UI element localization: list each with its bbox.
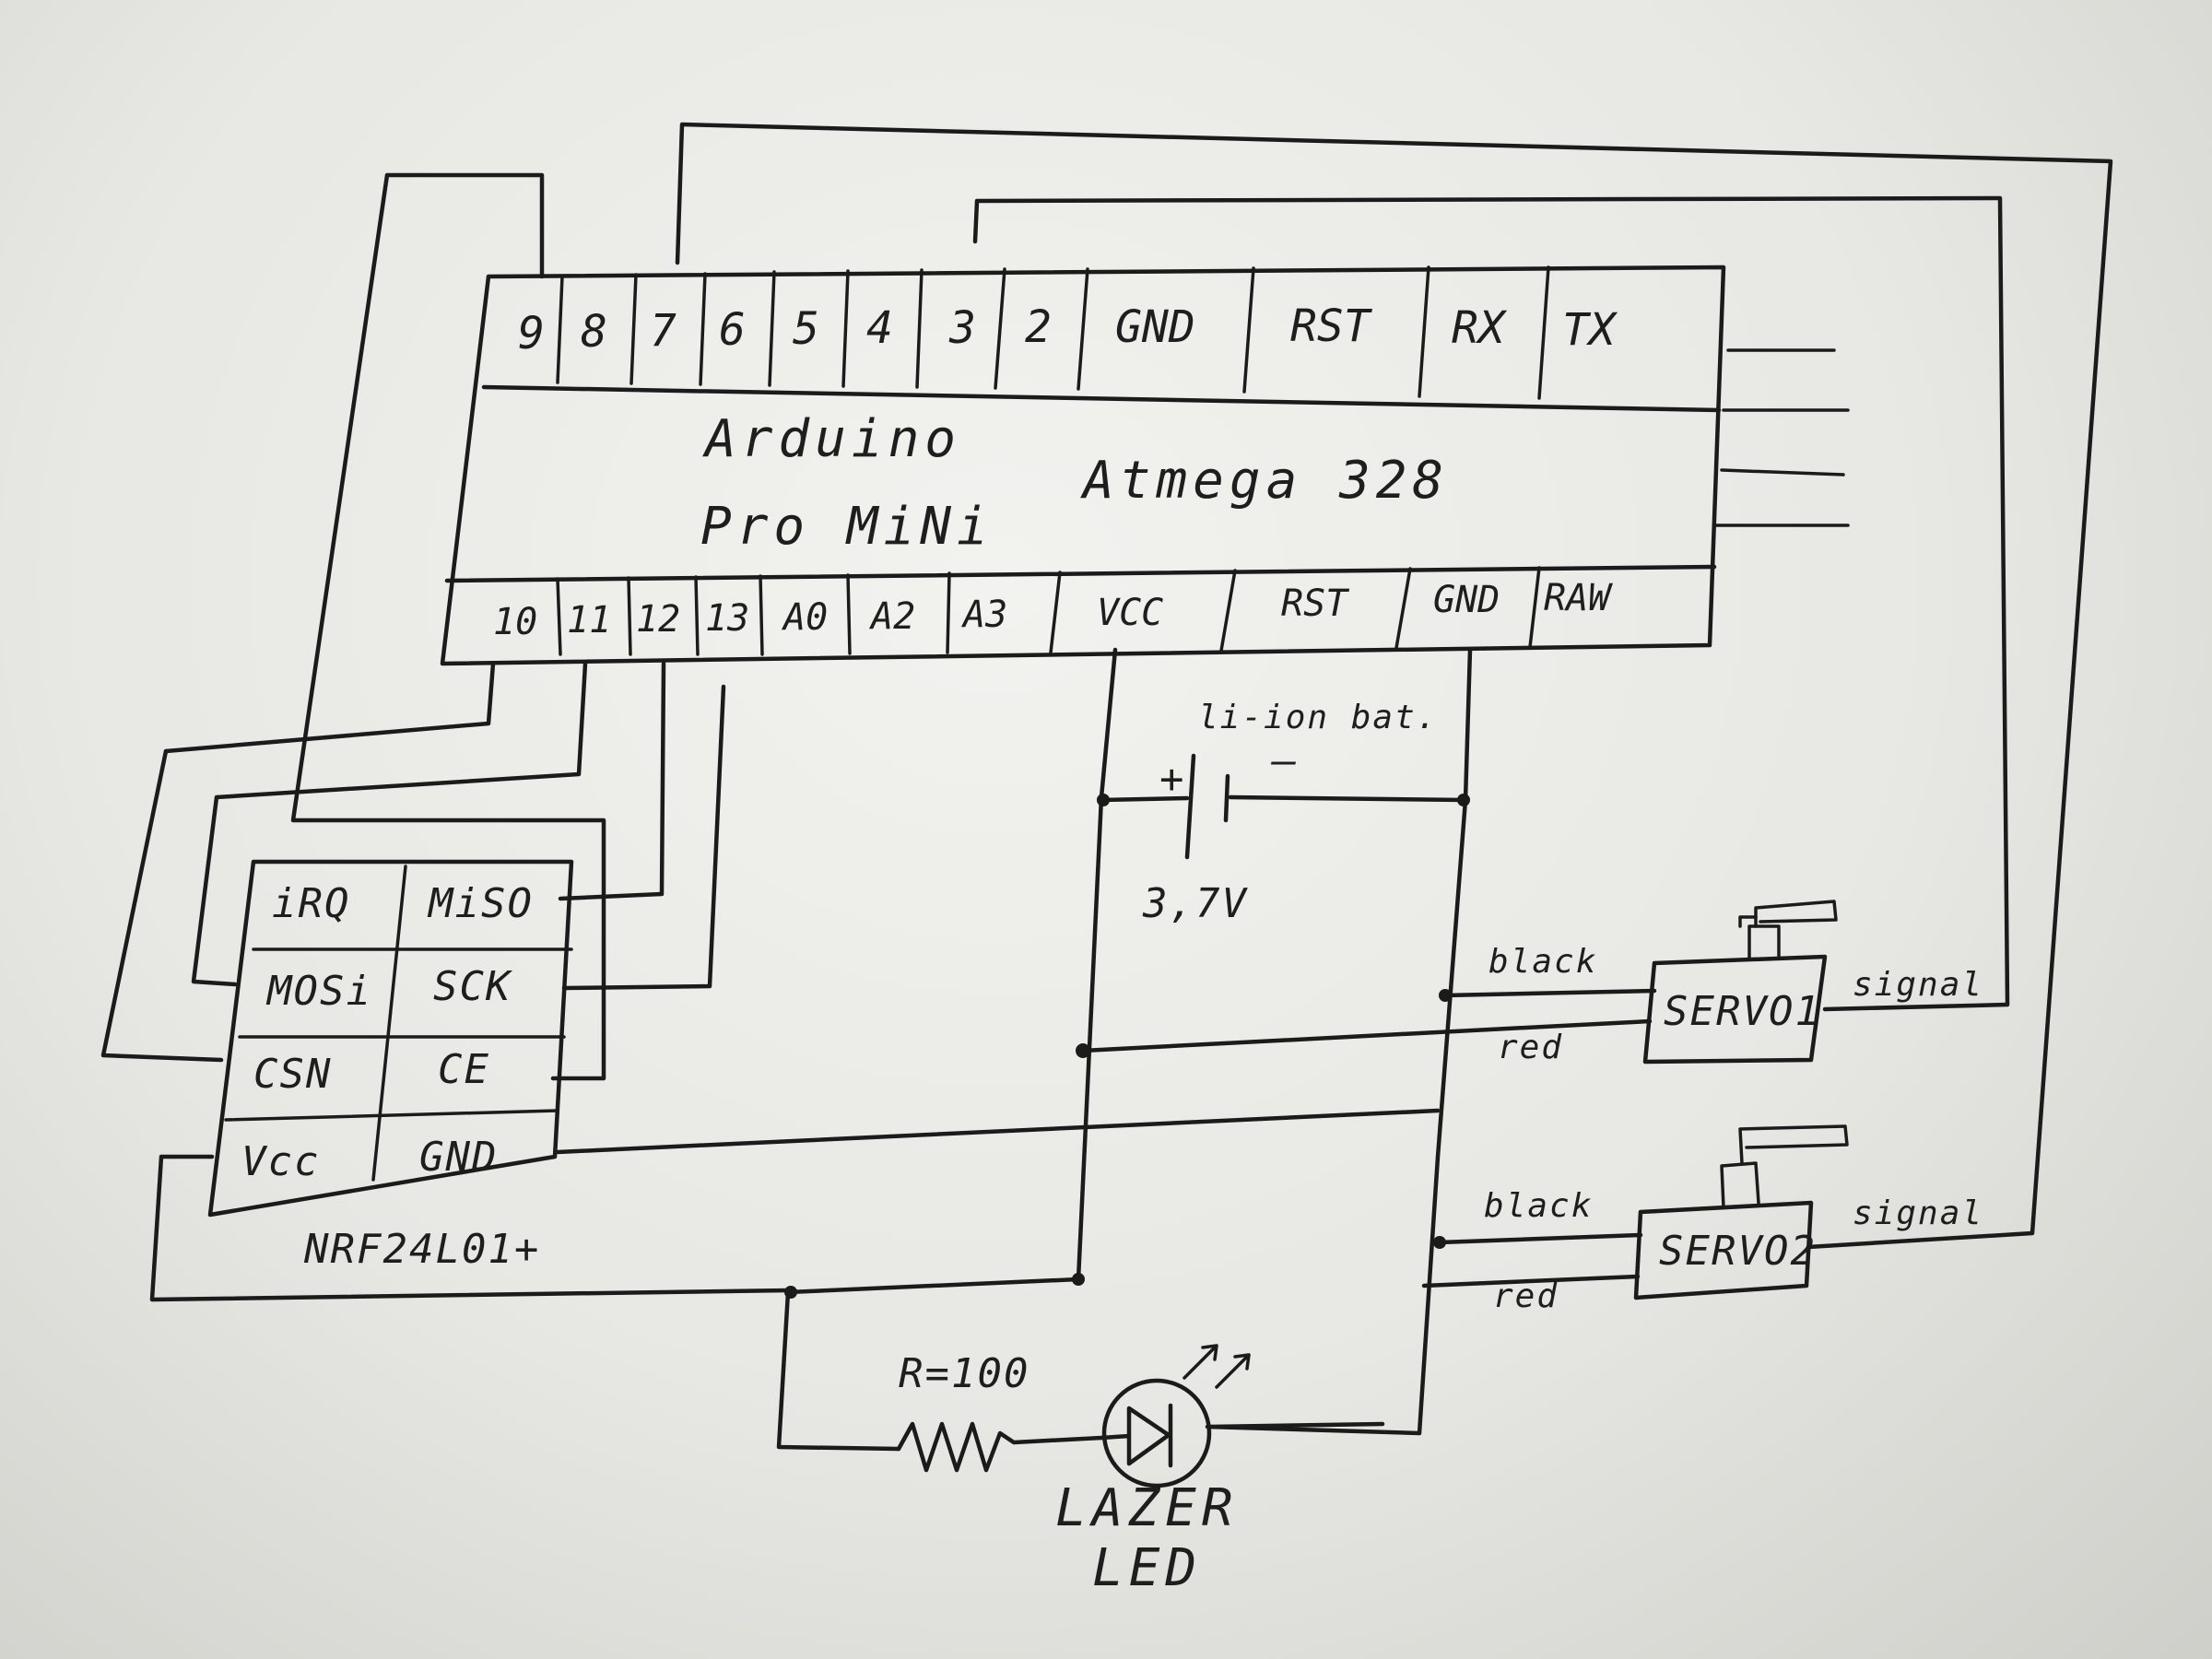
servo1: SERVO1 black red signal	[972, 195, 2010, 1066]
resistor: R=100	[896, 1350, 1104, 1473]
led-ray-2	[1215, 1353, 1251, 1389]
nrf-pin-mosi: MOSi	[265, 968, 372, 1015]
top-pin-2: 2	[1025, 301, 1052, 353]
top-pin-5: 5	[793, 303, 819, 355]
servo1-horn	[1754, 900, 1838, 928]
servo2-signal-wire	[675, 122, 2113, 1250]
nrf-pin-sck: SCK	[433, 963, 513, 1010]
servo2-red-label: red	[1493, 1277, 1559, 1315]
top-pin-rx: RX	[1452, 302, 1508, 354]
nrf-pin-vcc: Vcc	[241, 1138, 320, 1185]
nrf-pin-csn: CSN	[253, 1051, 332, 1098]
nrf-pin-ce: CE	[438, 1046, 490, 1093]
nrf-pin-irq: iRQ	[272, 880, 350, 927]
top-pin-9: 9	[518, 308, 545, 359]
servo1-red-label: red	[1498, 1029, 1563, 1066]
bottom-pin-gnd: GND	[1433, 579, 1500, 621]
led-anode-triangle	[1099, 1406, 1171, 1466]
bottom-pin-12: 12	[636, 598, 680, 641]
servo2-black-wire	[1437, 1232, 1643, 1245]
laser-label-line1: LAZER	[1055, 1478, 1239, 1538]
bottom-pin-13: 13	[705, 597, 749, 640]
bottom-pin-dividers	[556, 566, 1541, 656]
junction-dots	[784, 794, 1470, 1299]
nrf-pin-miso: MiSO	[427, 880, 534, 927]
led-body	[1101, 1378, 1212, 1488]
servo1-black-wire	[1442, 988, 1657, 998]
bottom-pin-rst: RST	[1281, 582, 1350, 625]
bottom-pin-labels: 10 11 12 13 A0 A2 A3 VCC RST GND RAW	[493, 577, 1613, 643]
right-header-pins	[1714, 348, 1850, 527]
top-pin-8: 8	[581, 306, 607, 358]
top-header-line	[481, 384, 1722, 413]
spi-wiring	[100, 172, 1441, 1302]
nrf-pin-gnd: GND	[419, 1134, 498, 1181]
servo2-name: SERVO2	[1659, 1228, 1817, 1275]
servo1-red-wire	[1080, 1018, 1653, 1053]
servo1-name: SERVO1	[1664, 988, 1821, 1035]
nrf24l01-module: iRQ MiSO MOSi SCK CSN CE Vcc GND NRF24L0…	[207, 859, 574, 1273]
top-pin-gnd: GND	[1115, 301, 1195, 353]
servo2-neck	[1720, 1161, 1760, 1209]
battery-label: li-ion bat.	[1198, 699, 1438, 736]
servo1-signal-wire	[972, 195, 2010, 1012]
servo1-signal-label: signal	[1853, 966, 1983, 1004]
arduino-name-line2: Pro MiNi	[700, 497, 994, 557]
top-pin-7: 7	[650, 305, 677, 357]
bottom-pin-a0: A0	[781, 596, 828, 639]
servo2-black-label: black	[1484, 1187, 1593, 1225]
laser-label-line2: LED	[1092, 1538, 1202, 1598]
bottom-pin-a3: A3	[960, 594, 1007, 636]
resistor-label: R=100	[899, 1350, 1030, 1397]
bottom-pin-a2: A2	[868, 595, 915, 638]
servo2-body	[1633, 1200, 1814, 1300]
arduino-outline	[440, 265, 1726, 666]
bottom-pin-10: 10	[493, 601, 537, 643]
nrf-outline	[207, 859, 574, 1218]
led-ray-1	[1182, 1344, 1218, 1380]
bottom-pin-11: 11	[567, 599, 611, 641]
servo1-body	[1642, 954, 1828, 1065]
battery-voltage: 3,7V	[1142, 880, 1248, 927]
nrf-module-name: NRF24L01+	[303, 1226, 540, 1273]
battery-minus: —	[1270, 737, 1299, 784]
servo2-red-wire	[1421, 1274, 1641, 1288]
servo2-signal-label: signal	[1853, 1194, 1983, 1232]
top-pin-dividers	[556, 265, 1550, 400]
bottom-pin-vcc: VCC	[1097, 592, 1163, 634]
chip-label: Atmega 328	[1080, 451, 1449, 511]
servo1-neck	[1747, 924, 1781, 960]
top-pin-4: 4	[866, 302, 893, 354]
servo2-horn	[1738, 1124, 1849, 1165]
top-pin-6: 6	[719, 304, 746, 356]
laser-led: LAZER LED	[1055, 1344, 1385, 1598]
top-pin-3: 3	[948, 302, 976, 354]
servo2: SERVO2 black red signal	[675, 122, 2113, 1315]
servo1-black-label: black	[1488, 943, 1597, 981]
bottom-header-line	[444, 564, 1717, 583]
bottom-pin-raw: RAW	[1544, 577, 1613, 619]
battery-plus: +	[1159, 756, 1186, 803]
battery: + — li-ion bat. 3,7V	[1142, 699, 1438, 927]
top-pin-tx: TX	[1562, 304, 1618, 356]
top-pin-rst: RST	[1290, 300, 1373, 352]
arduino-name-line1: Arduino	[702, 409, 961, 469]
